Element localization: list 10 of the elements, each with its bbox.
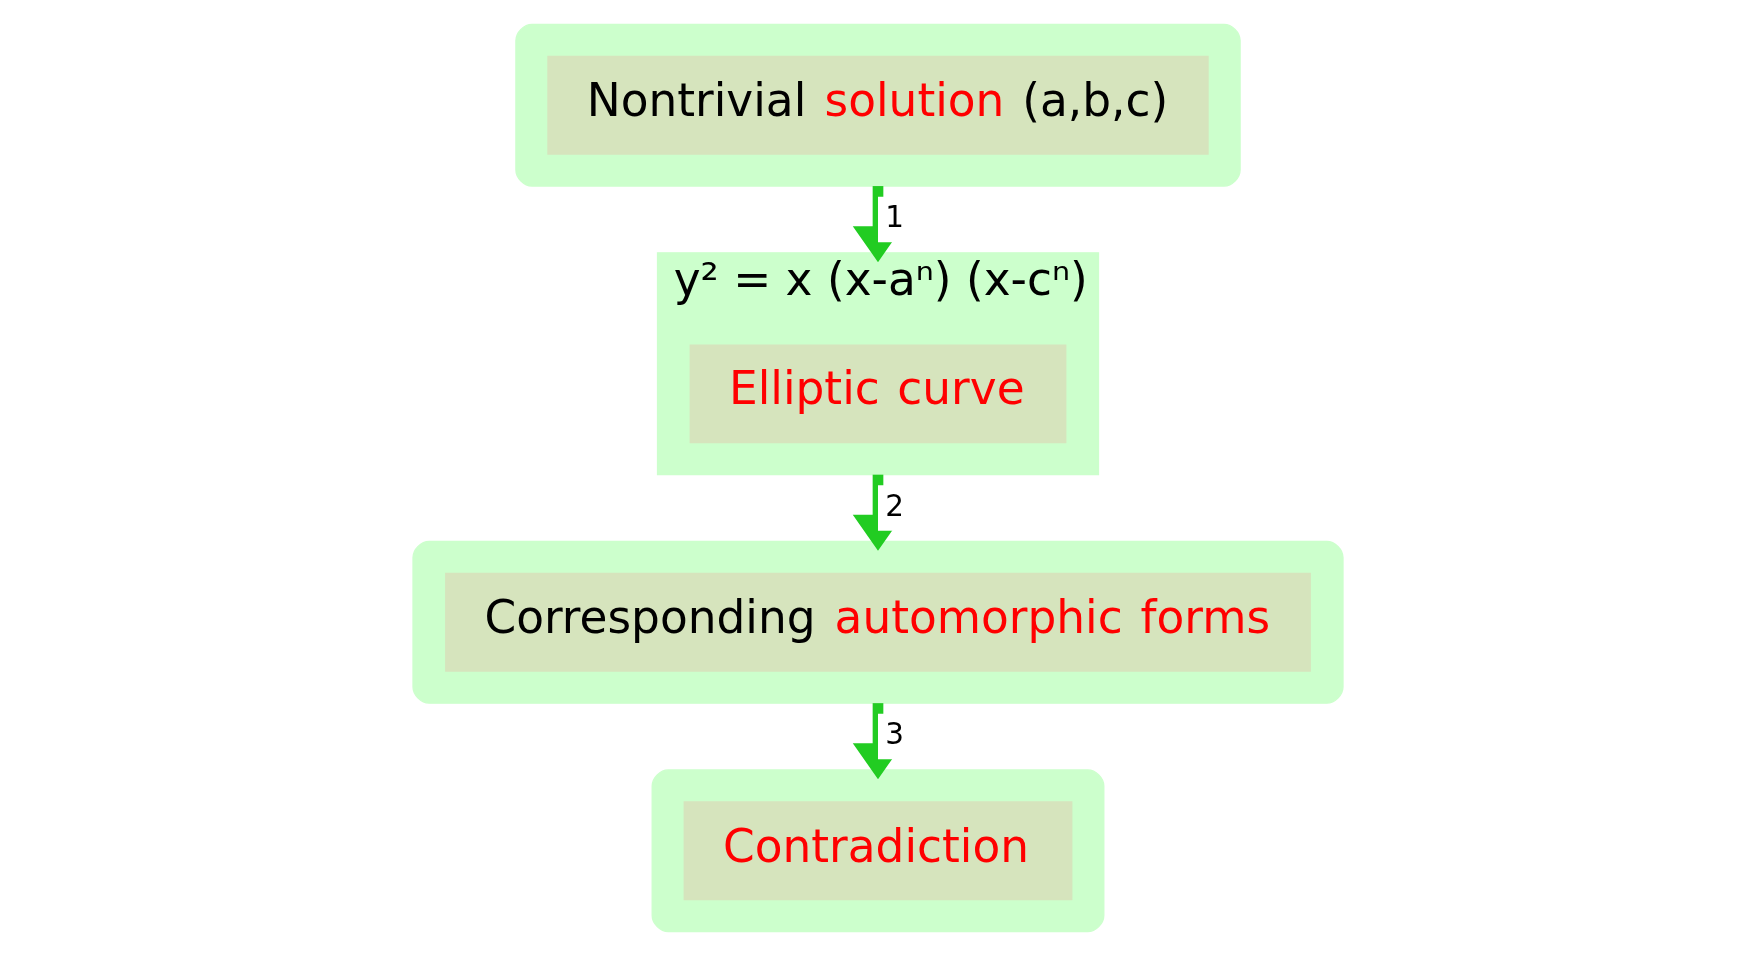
node-box: Corresponding automorphic forms <box>445 572 1311 672</box>
node-box: Nontrivial solution (a,b,c) <box>547 55 1209 155</box>
node-box: Contradiction <box>683 801 1073 901</box>
cluster <box>651 769 1105 933</box>
cluster <box>515 23 1241 187</box>
edge-label: 2 <box>885 488 905 523</box>
node-box: Elliptic curve <box>689 344 1067 444</box>
edge-label: 3 <box>885 717 905 752</box>
cluster <box>412 540 1344 704</box>
edge-label: 1 <box>885 199 905 234</box>
